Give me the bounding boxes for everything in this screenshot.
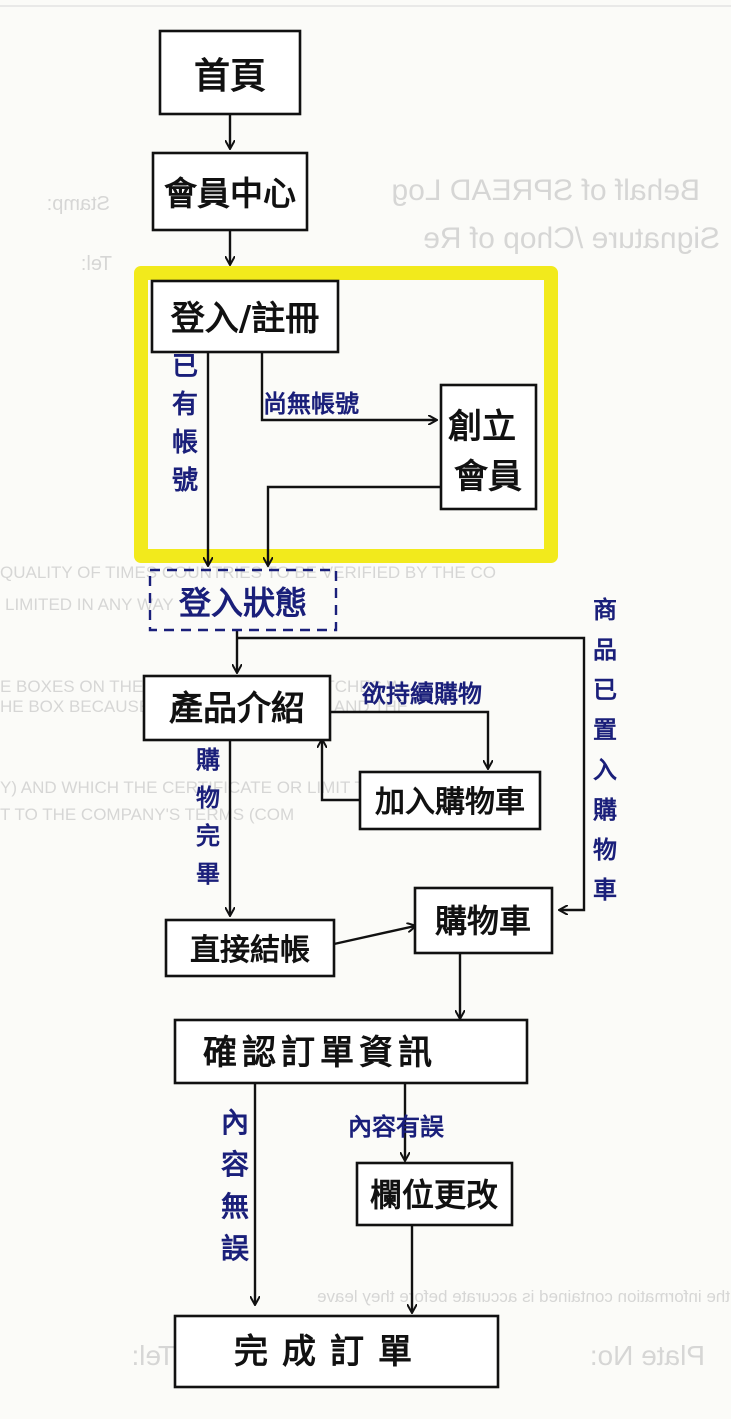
label-continue-shopping: 欲持續購物 xyxy=(361,680,482,708)
edge-login-to-create xyxy=(260,352,436,420)
label-items-in-cart-glyph: 購 xyxy=(593,796,617,824)
node-create-member: 創立 會員 xyxy=(439,383,538,511)
node-product-intro-text: 產品介紹 xyxy=(169,689,305,729)
edges xyxy=(208,114,586,1312)
node-complete-order-text: 完成訂單 xyxy=(234,1332,426,1372)
label-items-in-cart-glyph: 已 xyxy=(593,676,617,704)
node-home: 首頁 xyxy=(158,29,302,116)
bg-text-4: Tel: xyxy=(81,253,112,275)
label-has-account-glyph: 已 xyxy=(172,352,198,382)
login-highlight-frame xyxy=(134,266,558,563)
edge-checkout-to-cart xyxy=(333,926,415,946)
label-done-shopping-glyph: 物 xyxy=(196,784,220,812)
node-direct-checkout: 直接結帳 xyxy=(164,918,336,978)
label-items-in-cart-glyph: 物 xyxy=(593,836,617,864)
node-member-center-text: 會員中心 xyxy=(164,174,296,213)
edge-addcart-to-product xyxy=(322,740,360,802)
node-login-register-text: 登入/註冊 xyxy=(170,299,319,339)
logged-in-dashed-box xyxy=(148,568,338,632)
bg-text-9: Y) AND WHICH THE CERTIFICATE OR LIMIT TH xyxy=(0,778,377,797)
edge-product-to-addcart xyxy=(330,710,488,768)
bg-text-3: Stamp: xyxy=(47,193,110,215)
node-home-text: 首頁 xyxy=(194,56,266,97)
node-member-center: 會員中心 xyxy=(151,151,309,232)
bg-text-5: QUALITY OF TIMES COUNTRIES TO BE VERIFIE… xyxy=(0,563,496,582)
node-login-register: 登入/註冊 xyxy=(150,279,340,354)
bg-text-13: Plate No: xyxy=(590,1340,705,1371)
node-add-to-cart: 加入購物車 xyxy=(358,770,542,831)
bg-text-12: Tel: xyxy=(131,1340,175,1371)
label-has-account-glyph: 有 xyxy=(172,390,198,420)
label-items-in-cart-glyph: 車 xyxy=(593,876,617,904)
node-confirm-order: 確認訂單資訊 xyxy=(173,1018,529,1085)
node-create-member-text: 創立 會員 xyxy=(448,407,528,497)
node-add-to-cart-text: 加入購物車 xyxy=(375,785,525,820)
node-product-intro: 產品介紹 xyxy=(142,674,332,742)
label-done-shopping-glyph: 完 xyxy=(196,822,220,850)
bg-text-1: Behalf of SPREAD Log xyxy=(391,174,700,207)
node-edit-fields: 欄位更改 xyxy=(355,1161,514,1227)
label-content-ok-glyph: 容 xyxy=(221,1148,249,1181)
edge-create-to-state xyxy=(268,485,441,565)
bg-text-6: LIMITED IN ANY WAY xyxy=(5,595,174,614)
node-confirm-order-text: 確認訂單資訊 xyxy=(203,1033,437,1073)
label-has-account-glyph: 號 xyxy=(172,466,198,496)
node-logged-in-text: 登入狀態 xyxy=(178,584,307,622)
node-complete-order: 完成訂單 xyxy=(173,1314,500,1389)
label-content-ok-glyph: 誤 xyxy=(221,1232,250,1265)
node-direct-checkout-text: 直接結帳 xyxy=(190,933,310,968)
label-done-shopping-glyph: 購 xyxy=(196,746,220,774)
node-shopping-cart-text: 購物車 xyxy=(435,902,531,940)
label-no-account: 尚無帳號 xyxy=(263,390,359,418)
bg-text-2: Signature /Chop of Re xyxy=(423,222,720,255)
label-done-shopping-glyph: 畢 xyxy=(196,860,220,888)
bg-text-11: the information contained is accurate be… xyxy=(317,1287,730,1306)
label-content-ok-glyph: 無 xyxy=(221,1190,249,1223)
bg-text-10: T TO THE COMPANY'S TERMS (COM xyxy=(0,805,294,824)
label-items-in-cart-glyph: 入 xyxy=(593,756,617,784)
label-has-account-glyph: 帳 xyxy=(172,428,198,458)
node-edit-fields-text: 欄位更改 xyxy=(370,1176,498,1214)
label-content-error: 內容有誤 xyxy=(348,1113,445,1141)
label-items-in-cart-glyph: 置 xyxy=(593,716,617,744)
edge-state-to-cart xyxy=(237,636,586,910)
node-shopping-cart: 購物車 xyxy=(413,886,554,955)
label-content-ok-glyph: 內 xyxy=(221,1106,249,1139)
label-items-in-cart-glyph: 商 xyxy=(593,596,617,624)
label-items-in-cart-glyph: 品 xyxy=(593,636,617,664)
